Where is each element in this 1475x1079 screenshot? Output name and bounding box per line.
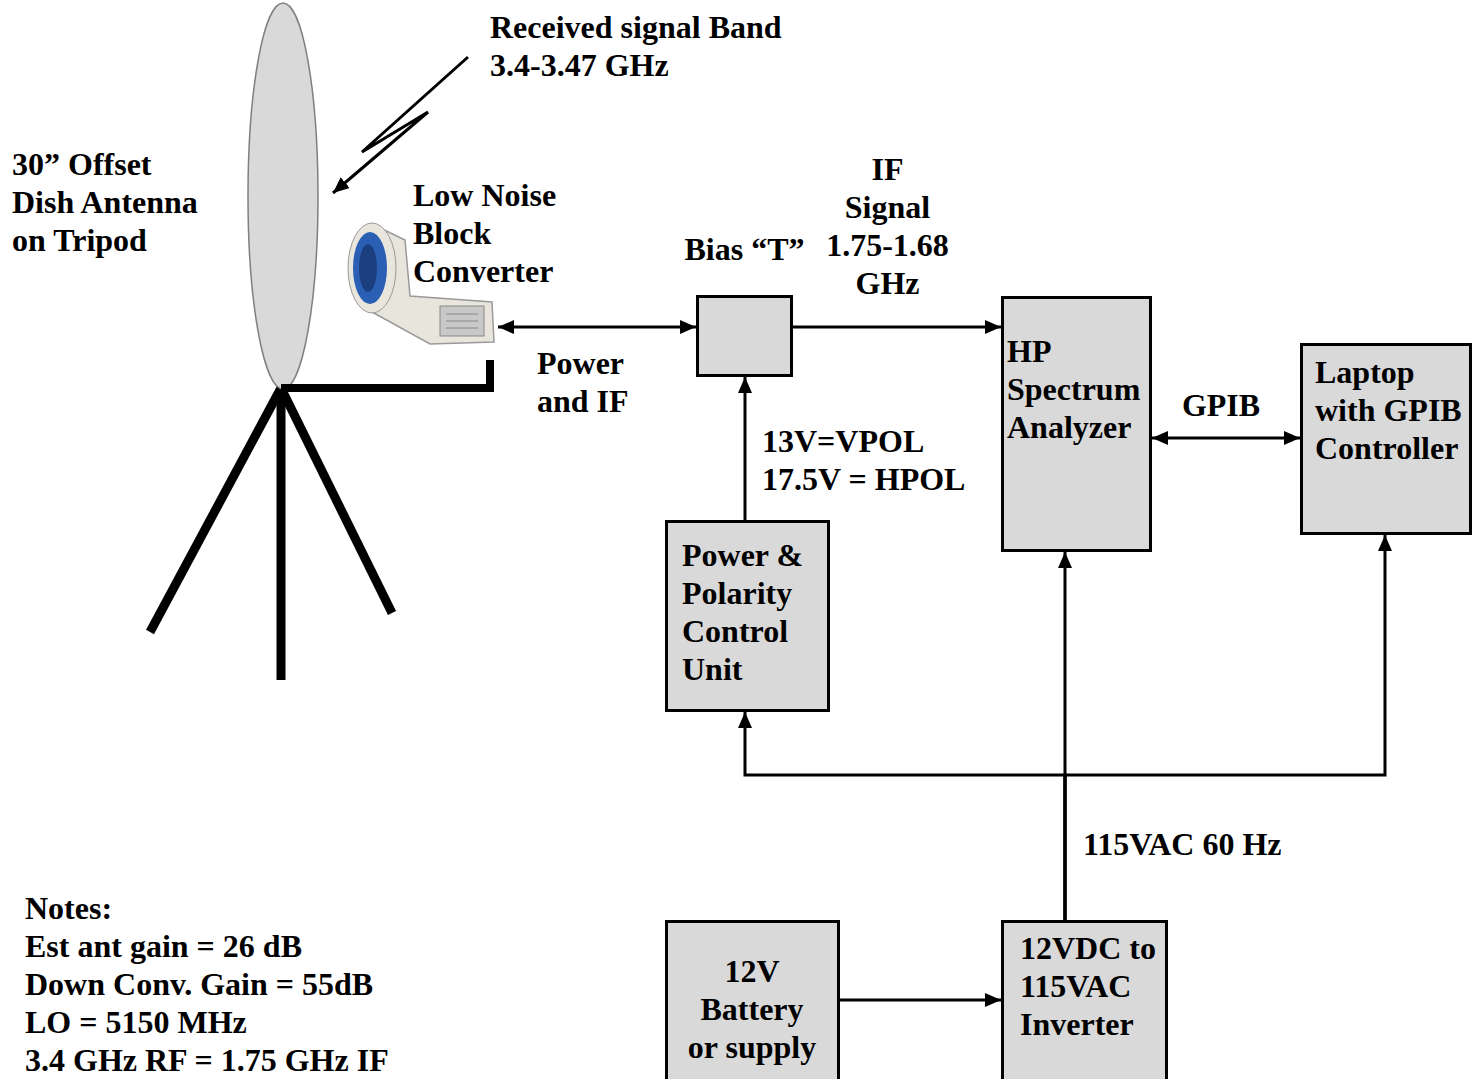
- tripod-leg: [150, 388, 281, 632]
- box-text: 12VDC to 115VAC Inverter: [1020, 929, 1162, 1043]
- lnb-horn: [348, 223, 396, 313]
- edge-label: IF Signal 1.75-1.68 GHz: [820, 150, 955, 302]
- edge-label: GPIB: [1181, 386, 1261, 424]
- node-heading: Low Noise Block Converter: [413, 176, 573, 290]
- connector-line: [498, 326, 696, 329]
- control-unit-box: Power & Polarity Control Unit: [665, 520, 830, 712]
- signal-bolt: [333, 57, 468, 193]
- bias-tee-box: Bias “T”: [696, 295, 793, 377]
- edge-label: 115VAC 60 Hz: [1083, 825, 1313, 863]
- connector-line: [1152, 437, 1300, 440]
- note-text: LO = 5150 MHz: [25, 1003, 445, 1041]
- battery-box: 12V Battery or supply: [665, 920, 840, 1079]
- signal-band-label: Received signal Band 3.4-3.47 GHz: [490, 8, 790, 84]
- tripod-leg: [281, 388, 392, 613]
- lnb-horn-center: [359, 244, 377, 292]
- box-text: Laptop with GPIB Controller: [1315, 353, 1467, 467]
- lnb-detail: [446, 314, 478, 315]
- connector-group: [498, 327, 1385, 1000]
- note-text: Est ant gain = 26 dB: [25, 927, 445, 965]
- box-text: HP Spectrum Analyzer: [1007, 332, 1147, 446]
- connector-line: [745, 712, 1065, 920]
- note-text: Down Conv. Gain = 55dB: [25, 965, 445, 1003]
- connector-line: [744, 377, 747, 520]
- node-heading: Bias “T”: [684, 230, 804, 268]
- lnb-detail: [446, 328, 478, 329]
- antenna-label: 30” Offset Dish Antenna on Tripod: [12, 145, 207, 259]
- lnb-detail: [446, 321, 478, 322]
- connector-line: [1065, 535, 1385, 920]
- analyzer-box: HP Spectrum Analyzer: [1001, 296, 1152, 552]
- laptop-box: Laptop with GPIB Controller: [1300, 343, 1472, 535]
- tripod-leg: [277, 388, 286, 680]
- box-text: Power & Polarity Control Unit: [682, 536, 822, 688]
- connector-line: [793, 326, 1001, 329]
- feed-arm: [281, 360, 490, 388]
- lnb-connector: [440, 306, 484, 336]
- lnb-horn-cap: [353, 232, 387, 304]
- connector-line: [840, 999, 1001, 1002]
- edge-label: 13V=VPOL 17.5V = HPOL: [762, 422, 977, 498]
- notes-heading: Notes:: [25, 889, 445, 927]
- inverter-box: 12VDC to 115VAC Inverter: [1001, 920, 1168, 1079]
- edge-label: Power and IF: [537, 344, 637, 420]
- note-text: 3.4 GHz RF = 1.75 GHz IF: [25, 1041, 445, 1079]
- box-text: 12V Battery or supply: [685, 952, 819, 1066]
- lnb-converter: Low Noise Block Converter: [340, 222, 498, 347]
- dish-reflector: [248, 3, 318, 389]
